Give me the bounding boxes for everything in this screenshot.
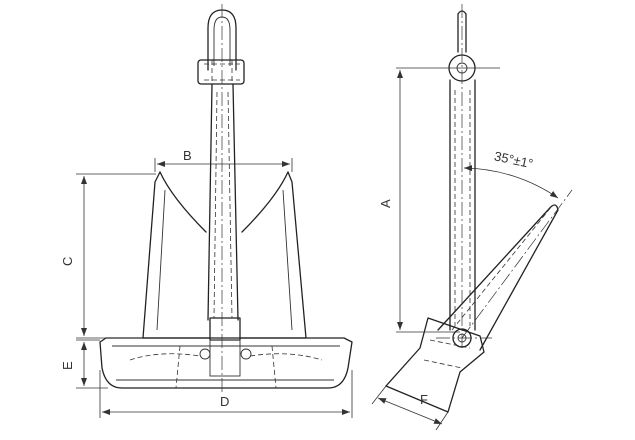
dimension-label-a: A — [378, 199, 393, 208]
side-shank — [449, 79, 476, 331]
flukes — [142, 171, 307, 339]
crown-base — [99, 317, 353, 389]
anchor-side-view — [385, 4, 573, 413]
dimension-label-f: F — [420, 392, 428, 407]
dimension-b: B — [154, 148, 293, 172]
dimension-d: D — [99, 370, 353, 418]
side-fluke — [385, 204, 559, 413]
shank — [207, 83, 239, 321]
dimension-e: E — [60, 339, 108, 389]
dimension-label-e: E — [60, 361, 75, 370]
dimension-angle: 35°±1° — [463, 148, 559, 199]
dimension-label-d: D — [220, 394, 229, 409]
dimension-f: F — [371, 385, 449, 431]
dimension-label-b: B — [183, 148, 192, 163]
dimension-a: A — [378, 67, 500, 333]
anchor-front-view — [99, 4, 353, 394]
side-fluke-centerline — [461, 189, 573, 339]
dimension-label-c: C — [60, 257, 75, 266]
shackle — [197, 9, 245, 85]
dimension-c: C — [60, 173, 156, 339]
angle-label: 35°±1° — [493, 148, 534, 171]
